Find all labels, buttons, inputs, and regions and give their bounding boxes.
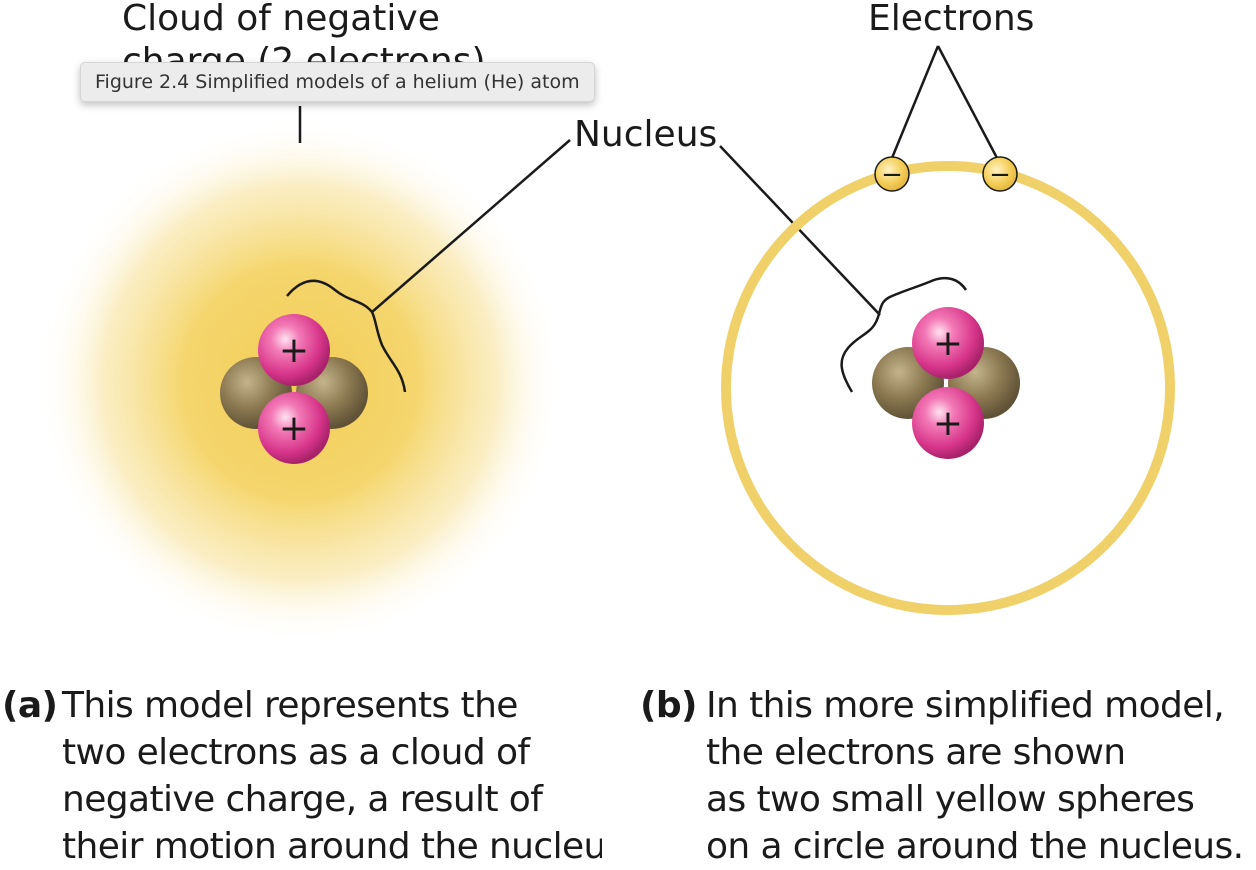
figure-title-tooltip: Figure 2.4 Simplified models of a helium… — [80, 62, 595, 102]
electron-left: − — [874, 156, 910, 192]
proton — [258, 314, 330, 386]
caption-b-text: In this more simplified model, the elect… — [706, 682, 1244, 870]
caption-b-marker: (b) — [640, 685, 697, 726]
caption-a-marker: (a) — [2, 685, 58, 726]
electron-minus-symbol: − — [989, 160, 1011, 190]
caption-a-line: negative charge, a result of — [62, 779, 543, 820]
cloud-label-line1: Cloud of negative — [122, 0, 440, 39]
caption-b-line: In this more simplified model, — [706, 685, 1225, 726]
nucleus-b: + + — [872, 307, 1020, 459]
electron-right: − — [982, 156, 1018, 192]
proton-plus-symbol: + — [933, 323, 963, 364]
proton — [912, 387, 984, 459]
caption-b-line: as two small yellow spheres — [706, 779, 1195, 820]
nucleus-pointer-a — [371, 139, 571, 313]
proton-plus-symbol: + — [279, 330, 309, 371]
proton — [258, 392, 330, 464]
nucleus-pointer-b — [719, 145, 881, 316]
electrons-pointer-right — [936, 45, 999, 159]
electron-minus-symbol: − — [881, 160, 903, 190]
proton-plus-symbol: + — [279, 408, 309, 449]
nucleus-brace-b — [840, 276, 968, 393]
caption-a-line: two electrons as a cloud of — [62, 732, 530, 773]
caption-a: (a) This model represents the two electr… — [2, 682, 602, 870]
electrons-label: Electrons — [868, 0, 1034, 39]
proton-plus-symbol: + — [933, 403, 963, 444]
electrons-pointer-left — [890, 45, 940, 159]
caption-a-line: This model represents the — [62, 685, 518, 726]
caption-b-line: the electrons are shown — [706, 732, 1126, 773]
electron-orbit — [721, 161, 1175, 615]
caption-a-text: This model represents the two electrons … — [62, 682, 602, 870]
nucleus-label: Nucleus — [574, 114, 717, 155]
proton — [912, 307, 984, 379]
caption-a-line: their motion around the nucleus. — [62, 826, 602, 867]
nucleus-a: + + — [220, 314, 368, 464]
caption-b: (b) In this more simplified model, the e… — [640, 682, 1256, 870]
caption-b-line: on a circle around the nucleus. — [706, 826, 1244, 867]
